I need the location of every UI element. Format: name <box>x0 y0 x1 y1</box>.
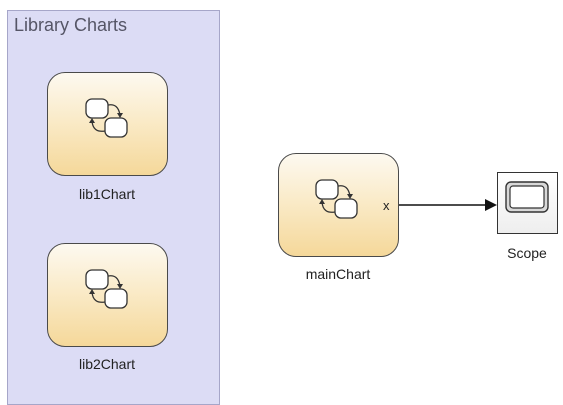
scope-screen-icon <box>505 181 549 213</box>
lib2-chart-block[interactable] <box>47 243 168 347</box>
scope-block[interactable] <box>497 172 558 234</box>
stateflow-chart-icon <box>315 179 358 219</box>
stateflow-chart-icon <box>85 98 128 138</box>
scope-label: Scope <box>507 245 547 261</box>
stateflow-chart-icon <box>85 269 128 309</box>
main-chart-label: mainChart <box>305 266 371 282</box>
lib1-chart-label: lib1Chart <box>78 186 136 202</box>
signal-line[interactable] <box>0 0 563 396</box>
signal-arrowhead <box>485 199 497 211</box>
main-chart-block[interactable]: x <box>278 153 399 257</box>
lib2-chart-label: lib2Chart <box>78 356 136 372</box>
library-charts-title: Library Charts <box>14 15 128 35</box>
lib1-chart-block[interactable] <box>47 72 168 176</box>
main-chart-output-port-label: x <box>383 198 390 213</box>
